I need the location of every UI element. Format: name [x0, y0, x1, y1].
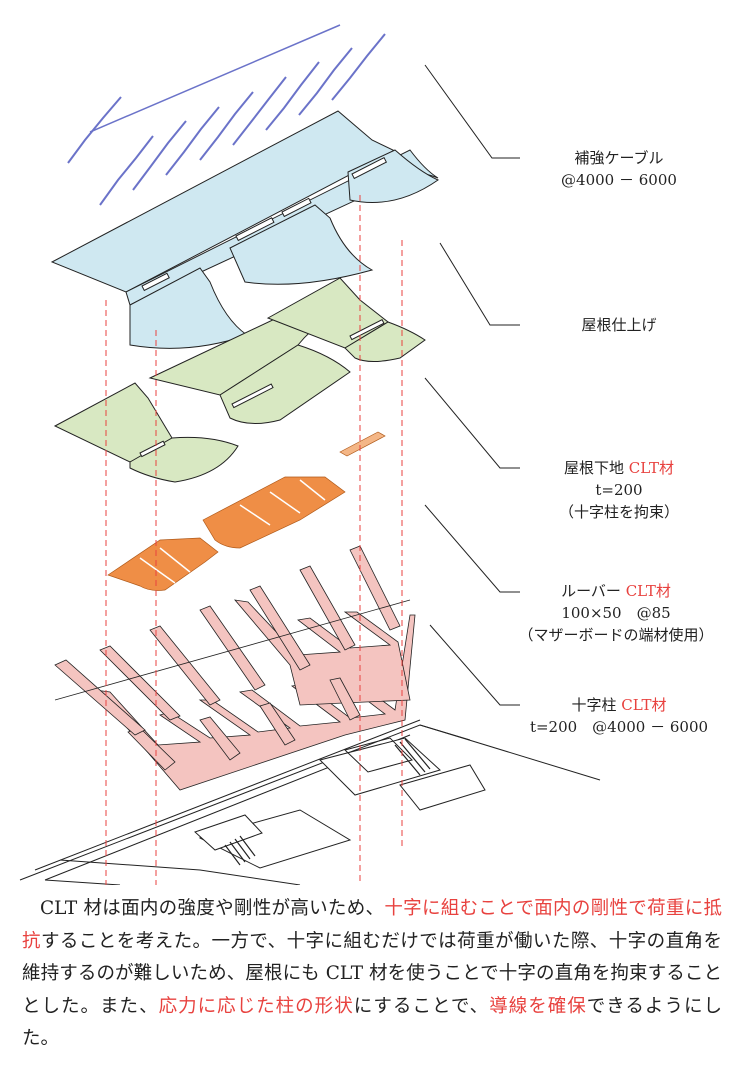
label-base-thickness: t=200	[595, 481, 643, 499]
label-roof-title: 屋根仕上げ	[581, 316, 657, 334]
label-louver: ルーバー CLT材 100×50 @85 （マザーボードの端材使用）	[500, 580, 732, 646]
desc-seg-3: 応力に応じた柱の形状	[158, 995, 354, 1017]
site-plan	[19, 719, 601, 886]
label-louver-note: （マザーボードの端材使用）	[518, 626, 714, 644]
louver-clt	[107, 431, 386, 591]
diagram-svg	[19, 24, 601, 886]
leader-cable	[424, 64, 520, 159]
label-base-material: CLT材	[628, 459, 675, 477]
leader-column	[429, 624, 520, 706]
label-base: 屋根下地 CLT材 t=200 （十字柱を拘束）	[520, 457, 718, 523]
alignment-guides	[105, 195, 403, 885]
desc-seg-4: にすることで、	[353, 995, 490, 1017]
leader-base	[424, 377, 520, 469]
label-cable-spacing: @4000 － 6000	[561, 171, 677, 189]
base-joint-slots	[139, 318, 385, 458]
label-column-spec: t=200 @4000 － 6000	[529, 718, 709, 736]
desc-seg-2: することを考えた。一方で、十字に組むだけでは荷重が働いた際、十字の直角を維持する…	[22, 930, 722, 1017]
desc-seg-5: 導線を確保	[489, 995, 587, 1017]
label-base-note: （十字柱を拘束）	[558, 503, 679, 521]
reinforcement-cables	[67, 24, 386, 206]
leader-lines	[424, 64, 520, 706]
desc-seg-0: CLT 材は面内の強度や剛性が高いため、	[40, 898, 385, 919]
roof-base-clt	[53, 277, 426, 483]
label-louver-material: CLT材	[625, 582, 671, 600]
cross-columns	[54, 545, 416, 791]
leader-louver	[424, 504, 520, 593]
label-louver-size: 100×50 @85	[561, 604, 671, 622]
roof-finish	[50, 110, 440, 349]
leader-roof	[439, 242, 520, 326]
label-column-title: 十字柱	[571, 696, 617, 714]
stairs	[224, 738, 431, 866]
label-louver-title: ルーバー	[561, 582, 621, 600]
description-paragraph: CLT 材は面内の強度や剛性が高いため、十字に組むことで面内の剛性で荷重に抵抗す…	[22, 893, 722, 1056]
exploded-axonometric-diagram	[19, 24, 601, 886]
label-base-title: 屋根下地	[563, 459, 624, 477]
label-column-material: CLT材	[621, 696, 667, 714]
label-cable-title: 補強ケーブル	[574, 149, 664, 167]
label-cable: 補強ケーブル @4000 － 6000	[530, 147, 708, 191]
desc-seg-6: できるようにした。	[22, 995, 722, 1050]
label-column: 十字柱 CLT材 t=200 @4000 － 6000	[510, 694, 728, 738]
label-roof: 屋根仕上げ	[530, 314, 708, 336]
roof-joint-slots	[141, 156, 388, 292]
desc-seg-1: 十字に組むことで面内の剛性で荷重に抵抗	[22, 898, 723, 952]
